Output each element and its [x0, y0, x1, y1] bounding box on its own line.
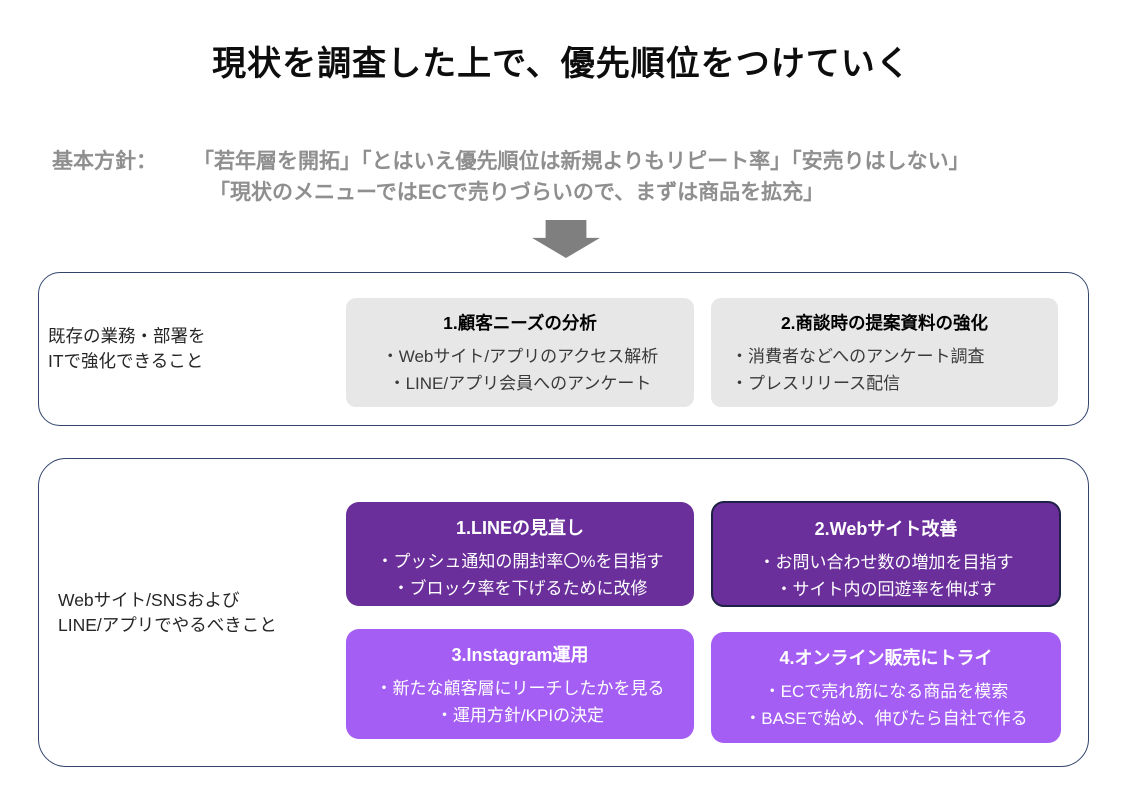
card-title: 2.Webサイト改善 [814, 519, 958, 539]
bullet-item: ・消費者などへのアンケート調査 [731, 347, 985, 366]
card-website-improvement: 2.Webサイト改善 ・お問い合わせ数の増加を目指す ・サイト内の回遊率を伸ばす [711, 501, 1061, 607]
section-2-label-line-2: LINE/アプリでやるべきこと [58, 614, 277, 635]
card-bullets: ・プッシュ通知の開封率〇%を目指す ・ブロック率を下げるために改修 [346, 549, 694, 602]
section-1-label: 既存の業務・部署を ITで強化できること [48, 273, 338, 425]
bullet-item: ・お問い合わせ数の増加を目指す [758, 553, 1014, 572]
card-bullets: ・消費者などへのアンケート調査 ・プレスリリース配信 [711, 344, 1058, 397]
card-bullets: ・お問い合わせ数の増加を目指す ・サイト内の回遊率を伸ばす [713, 550, 1059, 603]
bullet-item: ・ブロック率を下げるために改修 [392, 578, 648, 598]
section-web-sns-todo: Webサイト/SNSおよび LINE/アプリでやるべきこと 1.LINEの見直し… [38, 458, 1089, 767]
card-title: 3.Instagram運用 [451, 645, 589, 665]
policy-label: 基本方針： [52, 150, 157, 173]
card-title: 1.LINEの見直し [455, 518, 584, 538]
bullet-item: ・プレスリリース配信 [731, 373, 901, 393]
card-online-sales-try: 4.オンライン販売にトライ ・ECで売れ筋になる商品を模索 ・BASEで始め、伸… [711, 632, 1061, 743]
bullet-item: ・新たな顧客層にリーチしたかを見る [375, 679, 665, 698]
card-title: 2.商談時の提案資料の強化 [780, 313, 989, 333]
bullet-item: ・Webサイト/アプリのアクセス解析 [381, 347, 659, 366]
policy-text: 「若年層を開拓」「とはいえ優先順位は新規よりもリピート率」「安売りはしない」 「… [193, 146, 970, 208]
down-arrow-icon [532, 220, 600, 258]
card-instagram-operation: 3.Instagram運用 ・新たな顧客層にリーチしたかを見る ・運用方針/KP… [346, 629, 694, 739]
card-bullets: ・新たな顧客層にリーチしたかを見る ・運用方針/KPIの決定 [346, 676, 694, 729]
card-bullets: ・Webサイト/アプリのアクセス解析 ・LINE/アプリ会員へのアンケート [346, 344, 694, 397]
policy-line-2: 「現状のメニューではECで売りづらいので、まずは商品を拡充」 [209, 181, 825, 204]
bullet-item: ・LINE/アプリ会員へのアンケート [388, 373, 652, 393]
bullet-item: ・BASEで始め、伸びたら自社で作る [744, 708, 1028, 728]
section-1-label-line-2: ITで強化できること [48, 351, 204, 371]
card-customer-needs-analysis: 1.顧客ニーズの分析 ・Webサイト/アプリのアクセス解析 ・LINE/アプリ会… [346, 298, 694, 407]
card-sales-material-strengthening: 2.商談時の提案資料の強化 ・消費者などへのアンケート調査 ・プレスリリース配信 [711, 298, 1058, 407]
bullet-item: ・プッシュ通知の開封率〇%を目指す [376, 552, 664, 571]
policy-block: 基本方針： 「若年層を開拓」「とはいえ優先順位は新規よりもリピート率」「安売りは… [52, 146, 1092, 208]
card-title: 4.オンライン販売にトライ [779, 648, 993, 668]
card-bullets: ・ECで売れ筋になる商品を模索 ・BASEで始め、伸びたら自社で作る [711, 679, 1061, 732]
bullet-item: ・運用方針/KPIの決定 [435, 705, 605, 725]
policy-line-1: 「若年層を開拓」「とはいえ優先順位は新規よりもリピート率」「安売りはしない」 [193, 150, 970, 173]
section-existing-business: 既存の業務・部署を ITで強化できること 1.顧客ニーズの分析 ・Webサイト/… [38, 272, 1089, 426]
card-title: 1.顧客ニーズの分析 [443, 313, 597, 333]
section-2-label: Webサイト/SNSおよび LINE/アプリでやるべきこと [58, 459, 348, 766]
card-line-review: 1.LINEの見直し ・プッシュ通知の開封率〇%を目指す ・ブロック率を下げるた… [346, 502, 694, 606]
bullet-item: ・サイト内の回遊率を伸ばす [775, 579, 997, 599]
section-1-label-line-1: 既存の業務・部署を [48, 326, 206, 346]
bullet-item: ・ECで売れ筋になる商品を模索 [763, 682, 1009, 701]
section-2-label-line-1: Webサイト/SNSおよび [58, 589, 240, 610]
page-title: 現状を調査した上で、優先順位をつけていく [212, 45, 911, 83]
